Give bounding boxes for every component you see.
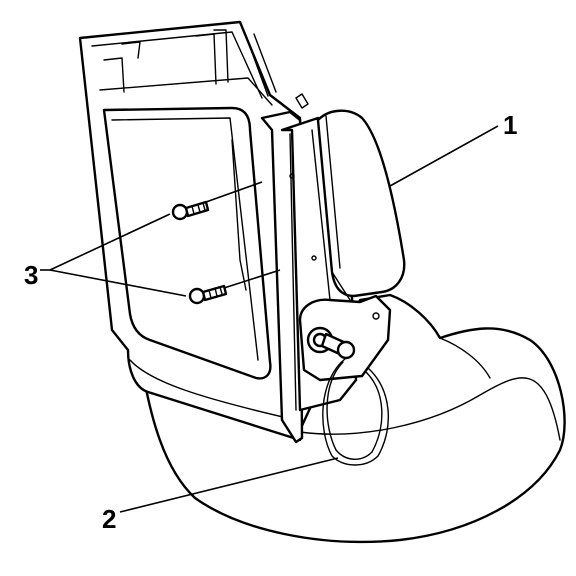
leader-screw-lo (223, 269, 281, 289)
callout-3: 3 (24, 260, 39, 290)
seatback-frame (78, 20, 302, 442)
leader-lines (40, 125, 499, 513)
leader-screw-up (205, 181, 263, 203)
recliner-mechanism (298, 294, 392, 382)
leader-1 (389, 125, 499, 187)
callout-2: 2 (102, 504, 117, 534)
screw-lower (188, 284, 228, 305)
armrest (316, 109, 406, 301)
cable-loop (322, 357, 389, 466)
leader-3b (49, 269, 187, 297)
leader-3a (49, 213, 171, 271)
leader-2 (119, 457, 339, 513)
callout-1: 1 (503, 110, 518, 140)
screw-upper (171, 200, 210, 221)
